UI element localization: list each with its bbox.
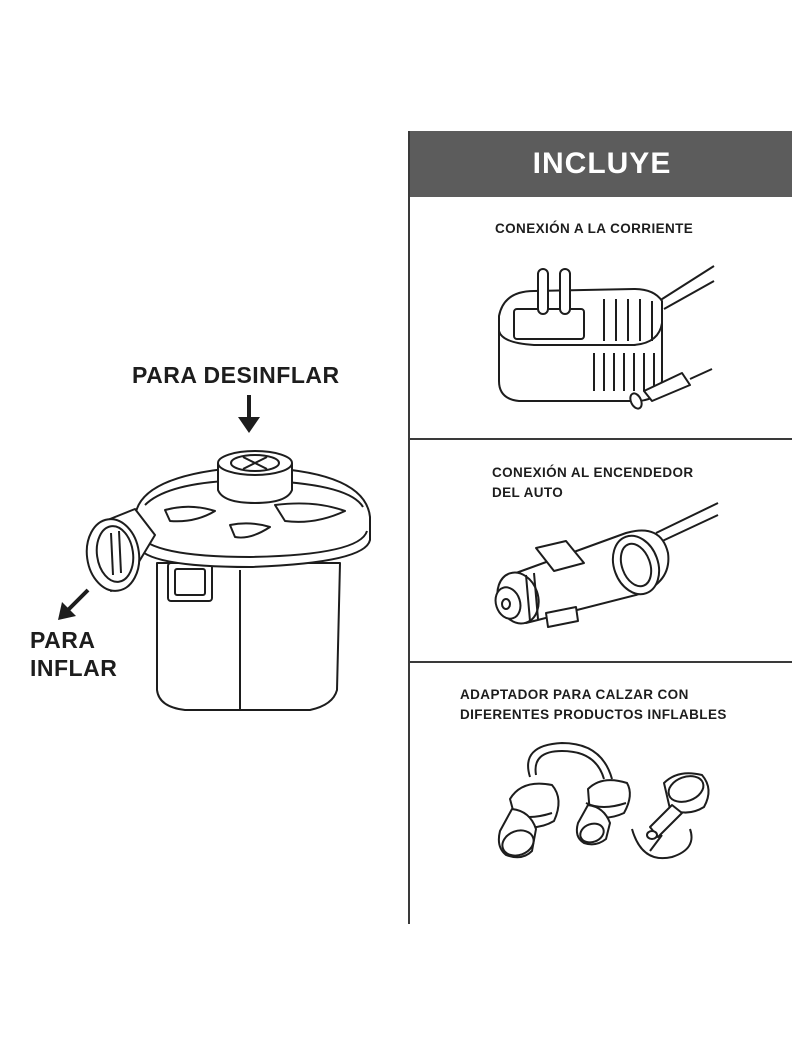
item-title-power-connection: CONEXIÓN A LA CORRIENTE <box>495 219 693 239</box>
wall-adapter-icon <box>494 261 714 421</box>
includes-panel-title: INCLUYE <box>410 131 792 197</box>
inflate-label-line-2: INFLAR <box>30 655 118 681</box>
includes-panel: INCLUYE CONEXIÓN A LA CORRIENTE CONEXIÓN… <box>408 131 792 924</box>
item-title-line: CONEXIÓN AL ENCENDEDOR <box>492 465 694 480</box>
item-title-nozzle-adapters: ADAPTADOR PARA CALZAR CON DIFERENTES PRO… <box>460 685 727 725</box>
inflate-label-line-1: PARA <box>30 627 96 653</box>
item-title-line: DEL AUTO <box>492 485 564 500</box>
air-pump-icon <box>75 445 375 720</box>
item-title-car-lighter-connection: CONEXIÓN AL ENCENDEDOR DEL AUTO <box>492 463 694 503</box>
item-title-line: DIFERENTES PRODUCTOS INFLABLES <box>460 707 727 722</box>
car-lighter-plug-icon <box>486 503 718 633</box>
item-divider <box>410 661 792 663</box>
item-divider <box>410 438 792 440</box>
inflate-arrow-icon <box>58 588 90 620</box>
inflate-label: PARA INFLAR <box>30 626 117 682</box>
item-title-line: CONEXIÓN A LA CORRIENTE <box>495 221 694 236</box>
nozzle-adapters-icon <box>492 739 714 867</box>
deflate-arrow-icon <box>238 395 260 433</box>
deflate-label: PARA DESINFLAR <box>132 362 340 388</box>
item-title-line: ADAPTADOR PARA CALZAR CON <box>460 687 689 702</box>
